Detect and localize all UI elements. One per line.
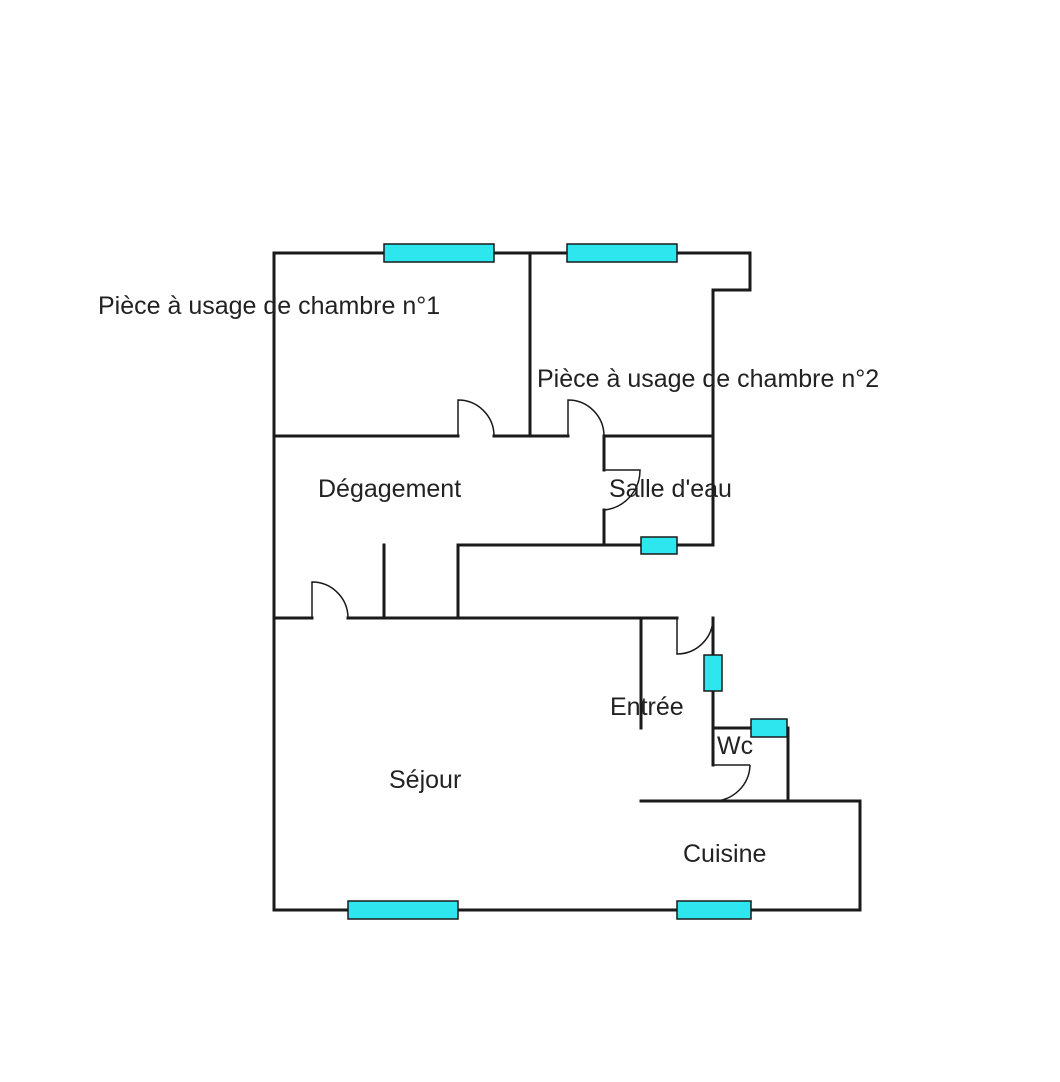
room-label-chambre2: Pièce à usage de chambre n°2: [537, 365, 880, 393]
room-label-wc: Wc: [717, 732, 754, 760]
door-entree: [676, 617, 714, 655]
interior-walls: [272, 251, 790, 803]
door-salle-deau: [603, 469, 641, 511]
room-label-entree: Entrée: [610, 693, 684, 721]
room-label-degagement: Dégagement: [318, 475, 462, 503]
door-sejour: [311, 581, 349, 619]
door-chambre2: [567, 399, 605, 437]
window-chambre2: [566, 243, 678, 263]
room-label-salle-deau: Salle d'eau: [609, 475, 732, 503]
window-wc: [750, 718, 788, 738]
windows: [347, 243, 788, 920]
room-label-sejour: Séjour: [389, 766, 462, 794]
exterior-walls: [272, 251, 862, 912]
door-wc: [712, 764, 751, 802]
window-chambre1: [383, 243, 495, 263]
window-sejour: [347, 900, 459, 920]
door-chambre1: [457, 399, 495, 437]
window-salle-deau: [640, 536, 678, 555]
window-entree: [703, 654, 723, 692]
room-label-cuisine: Cuisine: [683, 840, 767, 868]
doors: [311, 399, 751, 802]
window-cuisine: [676, 900, 752, 920]
room-label-chambre1: Pièce à usage de chambre n°1: [98, 292, 441, 320]
